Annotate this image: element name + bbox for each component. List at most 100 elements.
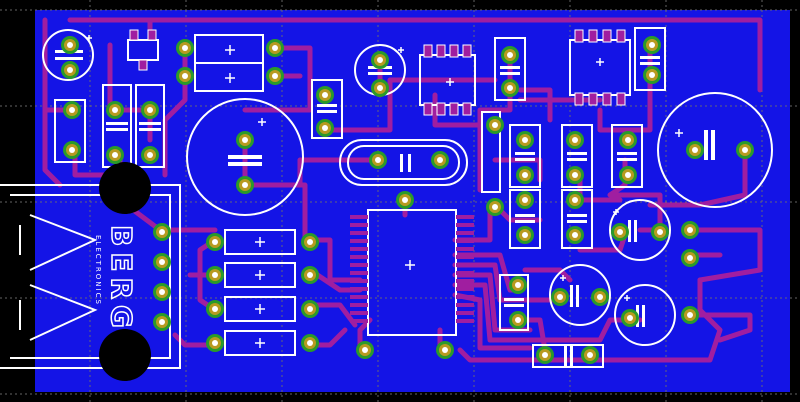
capacitor-c16-outline <box>509 189 541 249</box>
through-hole-pad <box>486 116 504 134</box>
through-hole-pad <box>486 198 504 216</box>
through-hole-pad <box>501 46 519 64</box>
through-hole-pad <box>651 223 669 241</box>
capacitor-c14-outline <box>561 124 593 188</box>
through-hole-pad <box>509 311 527 329</box>
through-hole-pad <box>176 67 194 85</box>
through-hole-pad <box>436 341 454 359</box>
through-hole-pad <box>501 79 519 97</box>
ic-u2-outline <box>419 54 476 106</box>
through-hole-pad <box>301 300 319 318</box>
through-hole-pad <box>301 266 319 284</box>
through-hole-pad <box>516 131 534 149</box>
through-hole-pad <box>681 221 699 239</box>
through-hole-pad <box>63 141 81 159</box>
ic-small-pads <box>129 29 626 116</box>
through-hole-pad <box>316 86 334 104</box>
usb-connector-detail <box>19 214 98 341</box>
capacitor-c15-outline <box>611 124 643 188</box>
through-hole-pad <box>153 253 171 271</box>
through-hole-pad <box>206 334 224 352</box>
through-hole-pad <box>266 39 284 57</box>
capacitor-c13-outline <box>509 124 541 188</box>
through-hole-pad <box>61 36 79 54</box>
through-hole-pad <box>369 151 387 169</box>
usb-mount-hole-bottom <box>99 329 151 381</box>
through-hole-pad <box>686 141 704 159</box>
berg-connector-logo: BERG ELECTRONICS <box>94 224 139 335</box>
usb-connector-outline <box>0 184 181 369</box>
through-hole-pad <box>106 101 124 119</box>
silkscreen <box>0 27 773 369</box>
component-markers <box>86 35 683 348</box>
capacitor-c10-outline <box>311 79 343 139</box>
svg-text:BERG: BERG <box>105 225 138 334</box>
through-hole-pad <box>153 223 171 241</box>
through-hole-pad <box>619 166 637 184</box>
through-hole-pad <box>206 300 224 318</box>
through-hole-pad <box>681 249 699 267</box>
through-hole-pad <box>301 233 319 251</box>
through-hole-pad <box>591 288 609 306</box>
through-hole-pad <box>236 176 254 194</box>
through-hole-pad <box>141 101 159 119</box>
through-hole-pad <box>566 191 584 209</box>
through-hole-pad <box>516 191 534 209</box>
resistor-r4-outline <box>224 262 296 288</box>
through-hole-pad <box>153 313 171 331</box>
through-hole-pads <box>61 36 754 364</box>
through-hole-pad <box>566 166 584 184</box>
through-hole-pad <box>621 309 639 327</box>
resistor-r3-outline <box>224 229 296 255</box>
through-hole-pad <box>566 131 584 149</box>
resistor-r2-outline <box>194 62 264 92</box>
through-hole-pad <box>536 346 554 364</box>
through-hole-pad <box>736 141 754 159</box>
crystal-outline <box>339 139 468 186</box>
through-hole-pad <box>236 131 254 149</box>
svg-text:ELECTRONICS: ELECTRONICS <box>94 235 102 306</box>
capacitor-c11-outline <box>494 37 526 101</box>
through-hole-pad <box>316 119 334 137</box>
capacitor-c1-outline <box>186 98 304 216</box>
through-hole-pad <box>396 191 414 209</box>
capacitor-c18-outline <box>499 274 529 331</box>
through-hole-pad <box>371 51 389 69</box>
through-hole-pad <box>681 306 699 324</box>
capacitor-c19-outline <box>532 344 604 368</box>
capacitor-c9-outline <box>135 84 165 168</box>
ic-u3-outline <box>569 39 631 96</box>
diode-outline <box>481 111 501 193</box>
capacitor-c2-outline <box>657 92 773 208</box>
through-hole-pad <box>516 166 534 184</box>
through-hole-pad <box>301 334 319 352</box>
through-hole-pad <box>371 79 389 97</box>
through-hole-pad <box>516 226 534 244</box>
through-hole-pad <box>581 346 599 364</box>
through-hole-pad <box>106 146 124 164</box>
through-hole-pad <box>63 101 81 119</box>
through-hole-pad <box>643 66 661 84</box>
through-hole-pad <box>61 61 79 79</box>
through-hole-pad <box>356 341 374 359</box>
through-hole-pad <box>551 288 569 306</box>
through-hole-pad <box>153 283 171 301</box>
capacitor-c3-outline <box>42 29 94 81</box>
ic-main-pads <box>350 215 474 323</box>
usb-mount-hole-top <box>99 162 151 214</box>
through-hole-pad <box>206 266 224 284</box>
capacitor-c6-outline <box>549 264 611 326</box>
through-hole-pad <box>643 36 661 54</box>
through-hole-pad <box>566 226 584 244</box>
through-hole-pad <box>431 151 449 169</box>
through-hole-pad <box>176 39 194 57</box>
capacitor-c5-outline <box>609 199 671 261</box>
through-hole-pad <box>611 223 629 241</box>
through-hole-pad <box>206 233 224 251</box>
through-hole-pad <box>619 131 637 149</box>
capacitor-c17-outline <box>561 189 593 249</box>
resistor-r6-outline <box>224 330 296 356</box>
through-hole-pad <box>266 67 284 85</box>
